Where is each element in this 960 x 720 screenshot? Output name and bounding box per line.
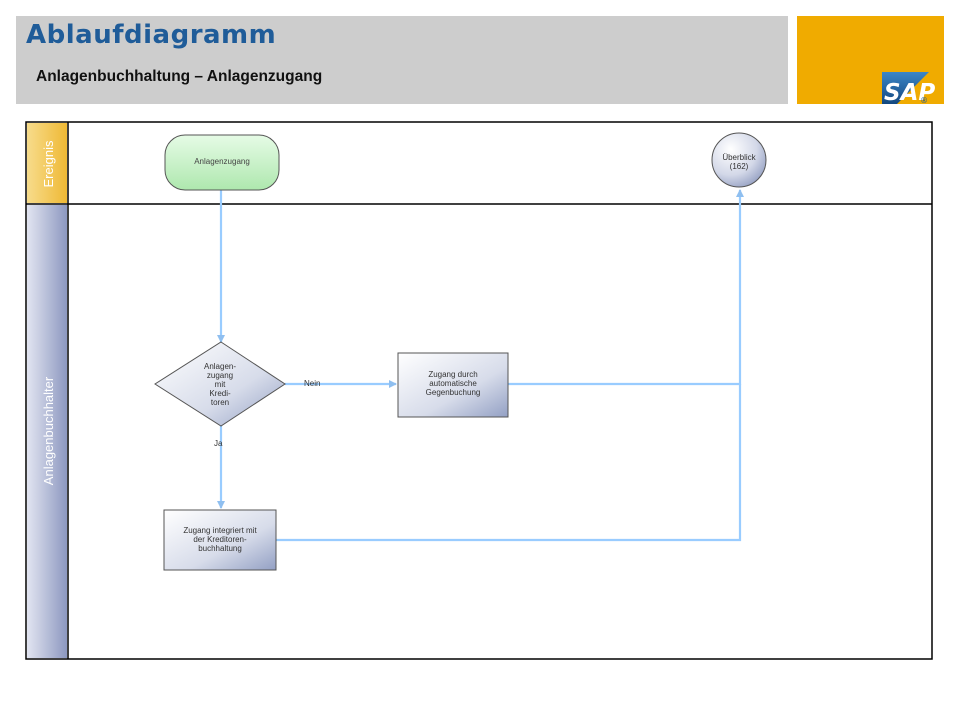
connector-auto-to-overview: [508, 189, 744, 386]
header-banner: Ablaufdiagramm Anlagenbuchhaltung – Anla…: [16, 16, 788, 104]
edge-label-ja: Ja: [214, 439, 223, 448]
sap-logo-text: SAP: [884, 80, 935, 104]
page-title: Ablaufdiagramm: [26, 20, 277, 50]
integrated-label-line: der Kreditoren-: [193, 535, 247, 544]
lane-header-anlagenbuchhalter: [27, 205, 67, 658]
lane-label-anlagenbuchhalter: Anlagenbuchhalter: [41, 376, 56, 485]
auto-posting-label-line: Gegenbuchung: [426, 388, 481, 397]
decision-label-line: Kredi-: [209, 389, 231, 398]
overview-label-line: Überblick: [722, 153, 756, 162]
sap-logo-box: SAP ®: [797, 16, 944, 106]
swimlane-frame: [25, 121, 933, 660]
lane-label-ereignis: Ereignis: [41, 140, 56, 187]
decision-label-line: toren: [211, 398, 229, 407]
overview-connector: [711, 132, 767, 188]
integrated-label-line: buchhaltung: [198, 544, 242, 553]
auto-posting-label-line: Zugang durch: [428, 370, 477, 379]
connector-integrated-to-overview: [276, 384, 742, 542]
edge-label-nein: Nein: [304, 379, 320, 388]
sap-logo-shape: [882, 72, 929, 104]
auto-posting-label-line: automatische: [429, 379, 477, 388]
lane-header-ereignis: [27, 123, 67, 203]
sap-logo-registered: ®: [920, 96, 928, 104]
process-auto-posting: [397, 352, 509, 418]
sap-logo: SAP ®: [882, 72, 935, 106]
start-event-label: Anlagenzugang: [194, 157, 250, 166]
overview-label-line: (162): [730, 162, 749, 171]
decision-label-line: mit: [215, 380, 226, 389]
decision-label-line: Anlagen-: [204, 362, 236, 371]
decision-label-line: zugang: [207, 371, 233, 380]
process-integrated-posting: [163, 509, 277, 571]
start-event: [164, 134, 280, 191]
integrated-label-line: Zugang integriert mit: [183, 526, 257, 535]
page-subtitle: Anlagenbuchhaltung – Anlagenzugang: [36, 68, 323, 85]
decision-diamond: [154, 341, 286, 427]
